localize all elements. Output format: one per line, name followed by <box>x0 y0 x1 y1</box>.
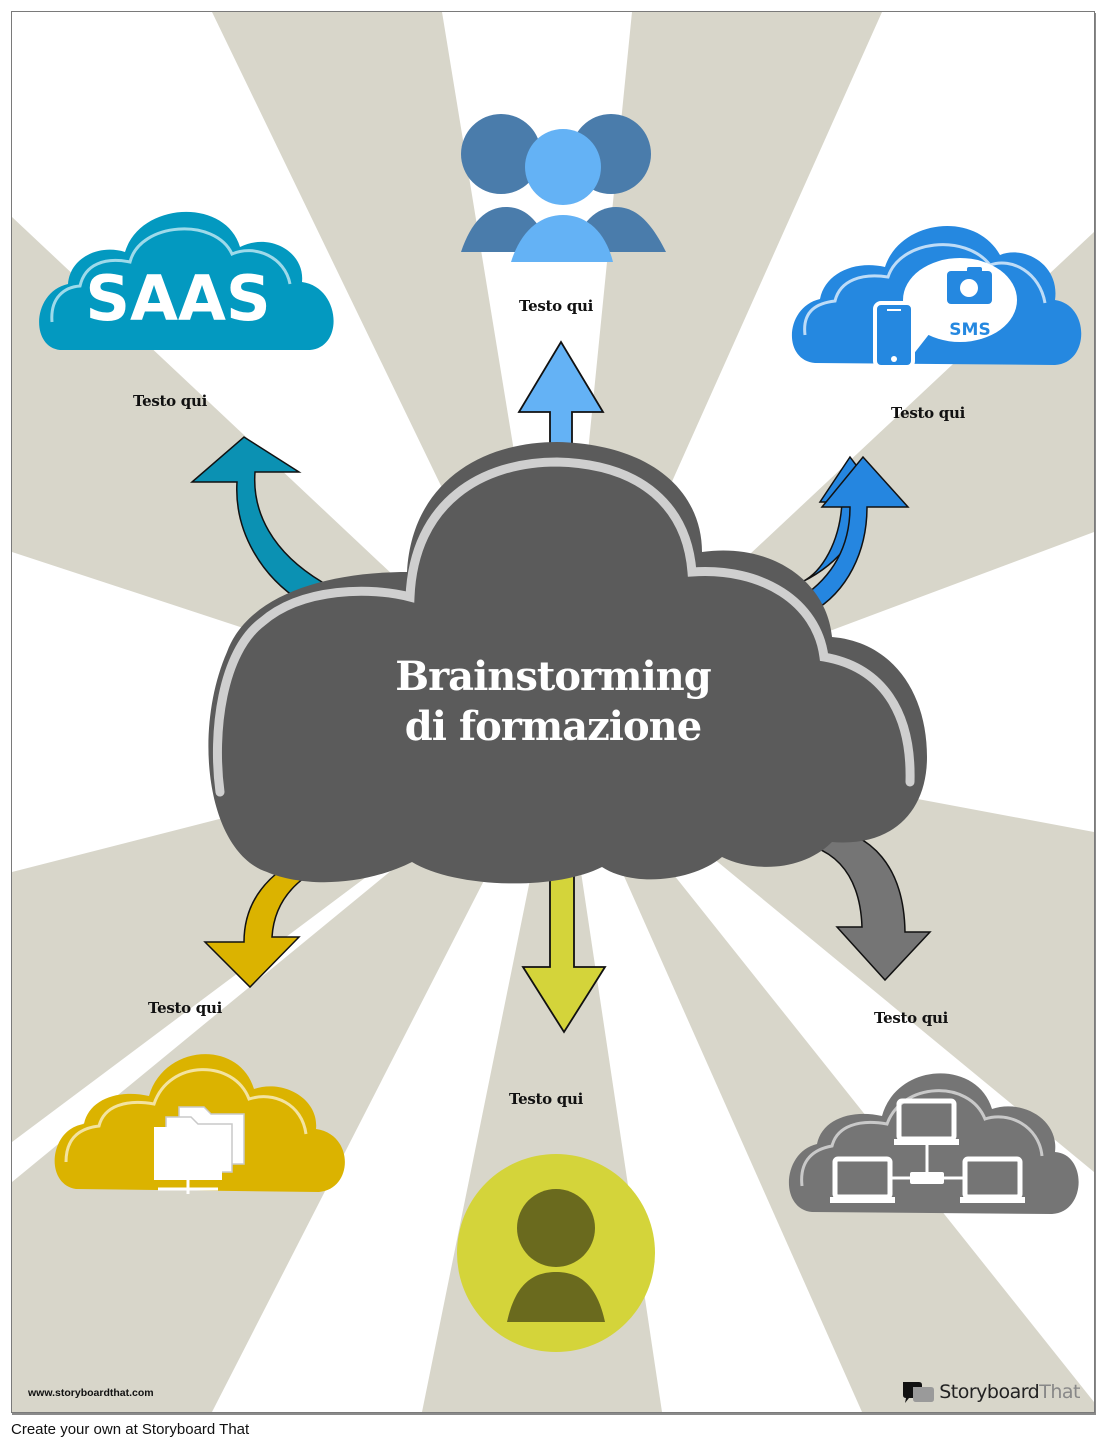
arrow-mobile <box>800 455 910 613</box>
create-your-own-link[interactable]: Create your own at Storyboard That <box>11 1421 250 1438</box>
speech-bubbles-icon <box>903 1382 935 1403</box>
saas-cloud-icon: SAAS <box>39 211 334 350</box>
saas-text: SAAS <box>85 262 270 335</box>
team-label[interactable]: Testo qui <box>519 297 593 315</box>
mobile-sms-cloud-icon: SMS <box>791 226 1082 369</box>
brand-name-light: That <box>1039 1381 1080 1403</box>
arrow-folders <box>203 851 324 989</box>
title-line-2: di formazione <box>404 703 702 750</box>
arrow-person <box>521 871 607 1034</box>
person-circle-icon <box>457 1154 655 1352</box>
central-cloud <box>208 442 927 884</box>
mobile-label[interactable]: Testo qui <box>891 404 965 422</box>
poster-canvas: SAAS SMS <box>11 11 1095 1413</box>
folders-label[interactable]: Testo qui <box>148 999 222 1017</box>
diagram-scene: SAAS SMS <box>12 12 1094 1412</box>
sms-text: SMS <box>949 320 990 340</box>
folder-network-cloud-icon <box>54 1054 345 1194</box>
arrow-saas <box>189 436 324 603</box>
ray <box>560 732 1094 1412</box>
brand-name-dark: Storyboard <box>939 1381 1040 1403</box>
title-line-1: Brainstorming <box>395 653 711 700</box>
computer-network-cloud-icon <box>788 1073 1079 1214</box>
central-title: Brainstorming di formazione <box>12 652 1094 752</box>
saas-label[interactable]: Testo qui <box>133 392 207 410</box>
person-label[interactable]: Testo qui <box>509 1090 583 1108</box>
ray <box>12 732 560 1412</box>
brand-name: StoryboardThat <box>939 1381 1080 1403</box>
network-label[interactable]: Testo qui <box>874 1009 948 1027</box>
site-url[interactable]: www.storyboardthat.com <box>28 1387 154 1399</box>
people-group-icon <box>461 114 666 262</box>
storyboardthat-logo[interactable]: StoryboardThat <box>901 1380 1080 1404</box>
